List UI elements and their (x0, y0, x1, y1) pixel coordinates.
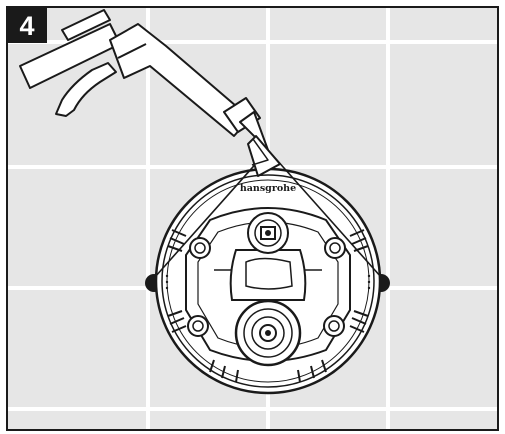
detail-dots (165, 274, 371, 290)
step-badge: 4 (7, 7, 47, 43)
grout-vertical (146, 7, 150, 430)
screw-boss-bottom-right (323, 315, 345, 337)
gun-plunger-rod (61, 9, 111, 41)
screw-bosses (187, 237, 346, 337)
sealant-line-left (154, 149, 269, 278)
frame-border (6, 6, 499, 431)
gun-barrel-ring (117, 43, 147, 59)
sealant-line-right (267, 149, 382, 278)
gun-nozzle-tip (247, 135, 281, 177)
step-number: 4 (19, 11, 34, 41)
screw-boss-top-left (189, 237, 211, 259)
caulk-gun-icon (19, 9, 281, 177)
screw-boss-top-right (324, 237, 346, 259)
screw-boss-bottom-left (187, 315, 209, 337)
sealant-bead-lines (154, 149, 382, 278)
caulk-bead (251, 138, 269, 166)
housing-ridges (167, 229, 369, 383)
brand-logo: hansgrohe (240, 183, 296, 194)
grout-horizontal (7, 40, 498, 44)
gun-trigger (55, 62, 117, 117)
grout-horizontal (7, 407, 498, 411)
outer-ring-inner (161, 174, 375, 388)
grout-vertical (386, 7, 390, 430)
upper-cartridge (247, 212, 289, 254)
step-badge-bg (7, 7, 47, 43)
lower-cartridge (234, 299, 302, 367)
valve-body-channel (245, 257, 293, 290)
